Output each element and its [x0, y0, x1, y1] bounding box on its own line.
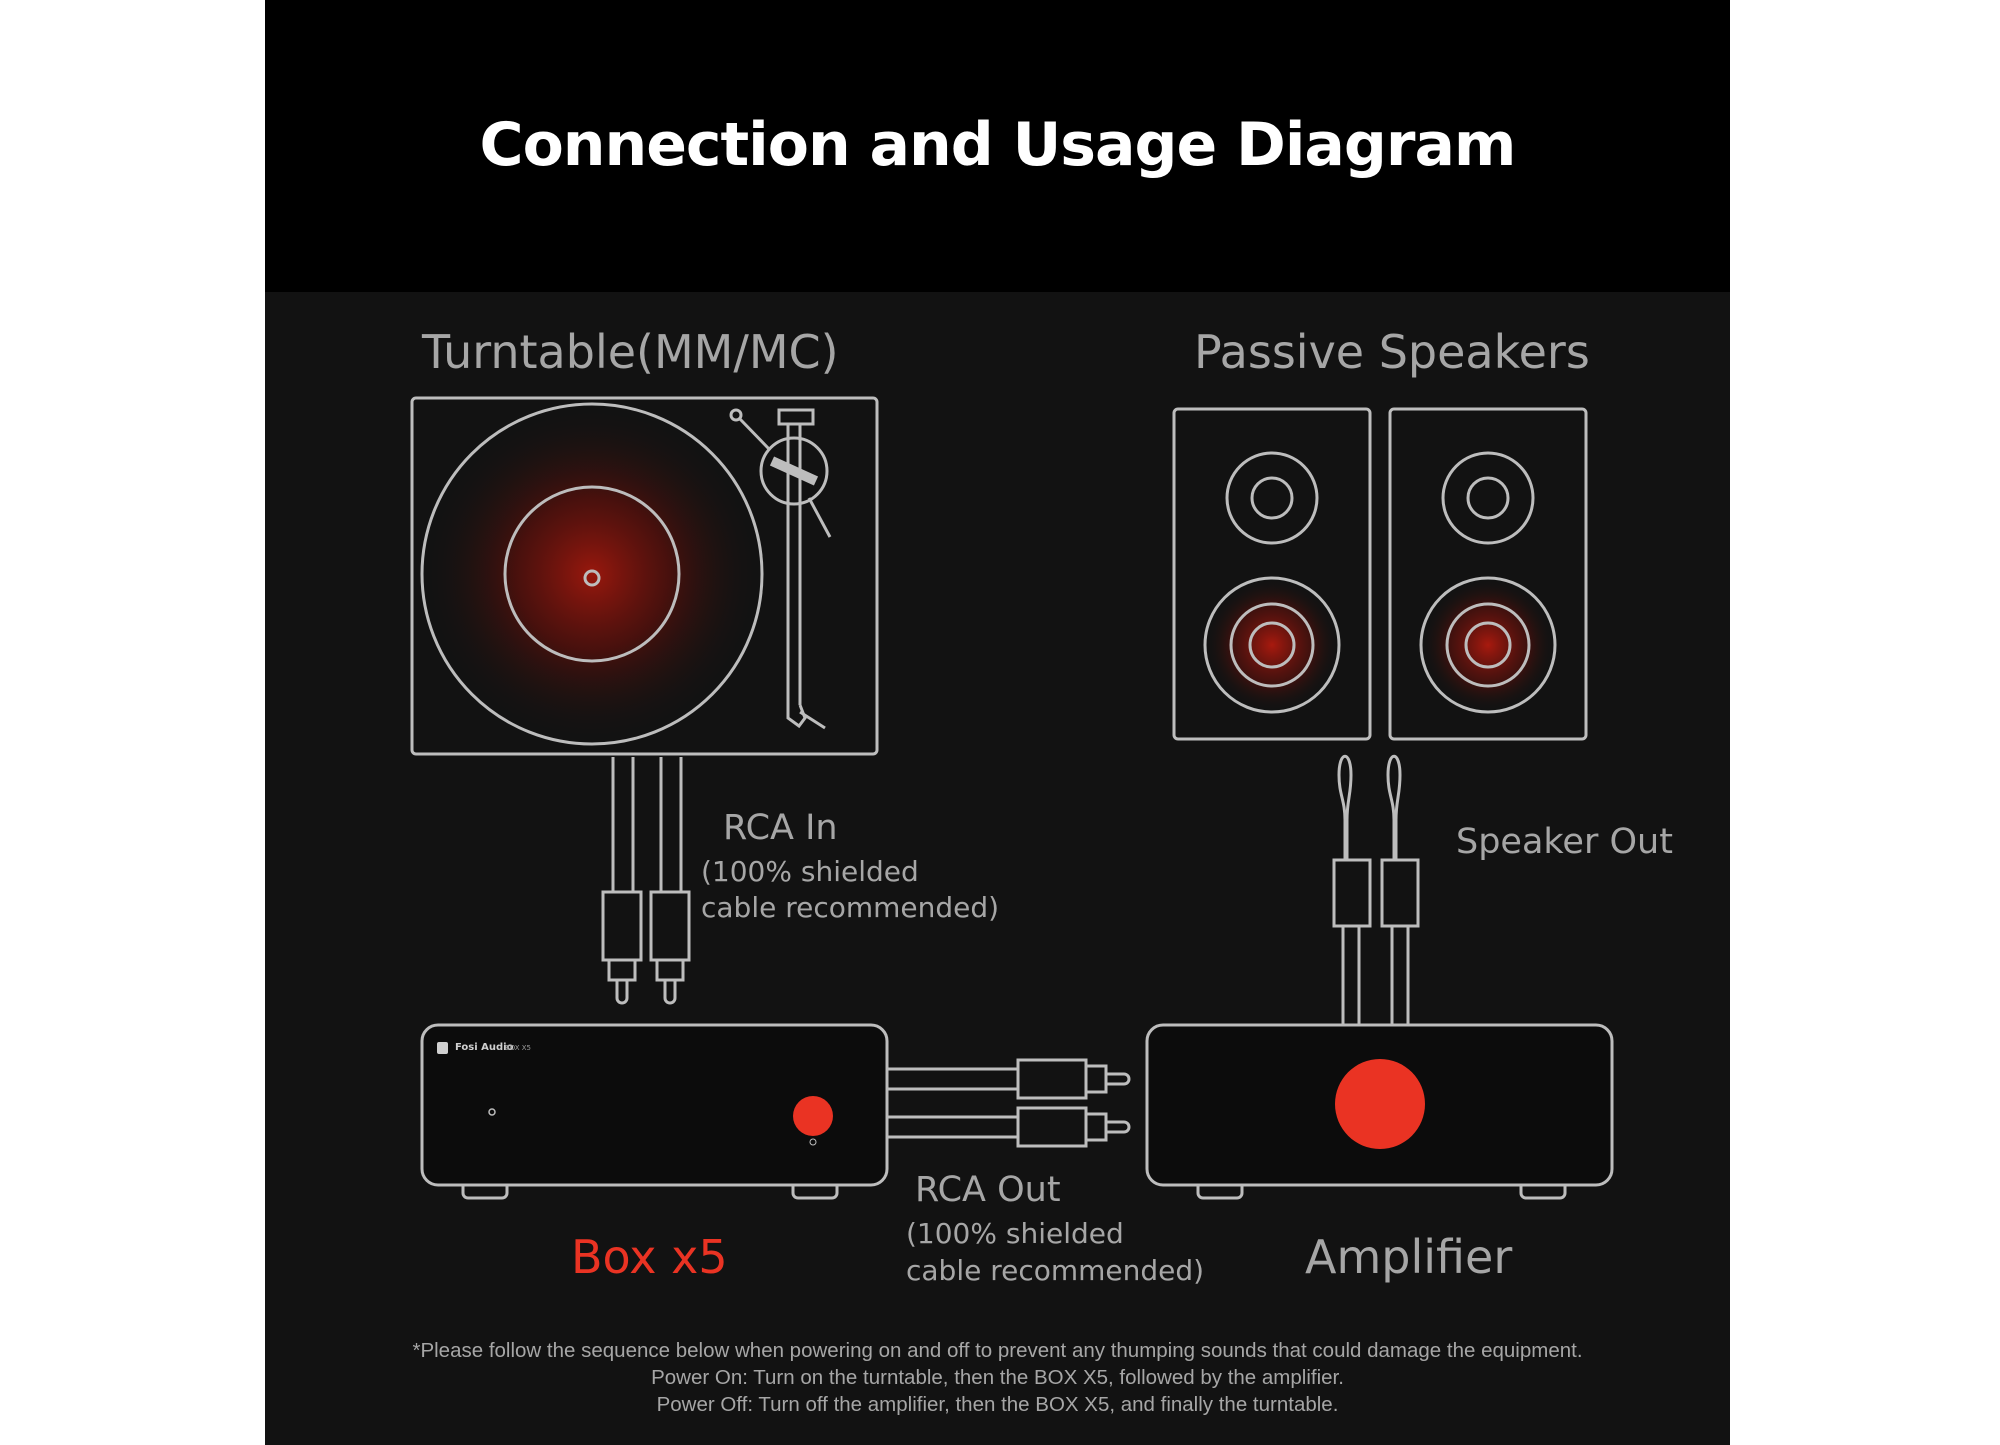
power-note-on: Power On: Turn on the turntable, then th…: [651, 1366, 1344, 1389]
rca-in-note-line2: cable recommended): [701, 891, 1000, 924]
brand-logo-icon: [437, 1042, 448, 1054]
rca-out-note-line2: cable recommended): [906, 1254, 1205, 1287]
diagram-panel: Connection and Usage Diagram: [265, 0, 1730, 1445]
model-name: BOX X5: [505, 1044, 532, 1052]
box-x5-device-icon: [420, 1023, 889, 1200]
header-band: Connection and Usage Diagram: [265, 0, 1730, 292]
volume-knob: [1335, 1059, 1425, 1149]
rca-out-cable-icon: [887, 1058, 1131, 1148]
rca-in-label: RCA In: [723, 808, 838, 848]
connection-illustration: [410, 396, 1614, 1200]
power-note-off: Power Off: Turn off the amplifier, then …: [656, 1393, 1339, 1416]
passive-speakers-icon: [1172, 407, 1588, 741]
turntable-icon: [410, 396, 879, 756]
speaker-out-cable-icon: [1332, 754, 1420, 1024]
brand-name: Fosi Audio: [455, 1042, 514, 1053]
amplifier-device-icon: [1145, 1023, 1614, 1200]
rca-out-note-line1: (100% shielded: [906, 1217, 1124, 1250]
power-note-warning: *Please follow the sequence below when p…: [412, 1339, 1583, 1362]
page-title: Connection and Usage Diagram: [479, 110, 1517, 180]
power-knob: [793, 1096, 833, 1136]
box-x5-label: Box x5: [571, 1230, 728, 1284]
rca-in-note-line1: (100% shielded: [701, 855, 919, 888]
turntable-label: Turntable(MM/MC): [422, 325, 839, 379]
amplifier-label: Amplifier: [1305, 1230, 1513, 1284]
speakers-label: Passive Speakers: [1194, 325, 1590, 379]
rca-in-cable-icon: [601, 757, 691, 1005]
rca-out-label: RCA Out: [915, 1170, 1061, 1210]
speaker-out-label: Speaker Out: [1456, 822, 1673, 862]
